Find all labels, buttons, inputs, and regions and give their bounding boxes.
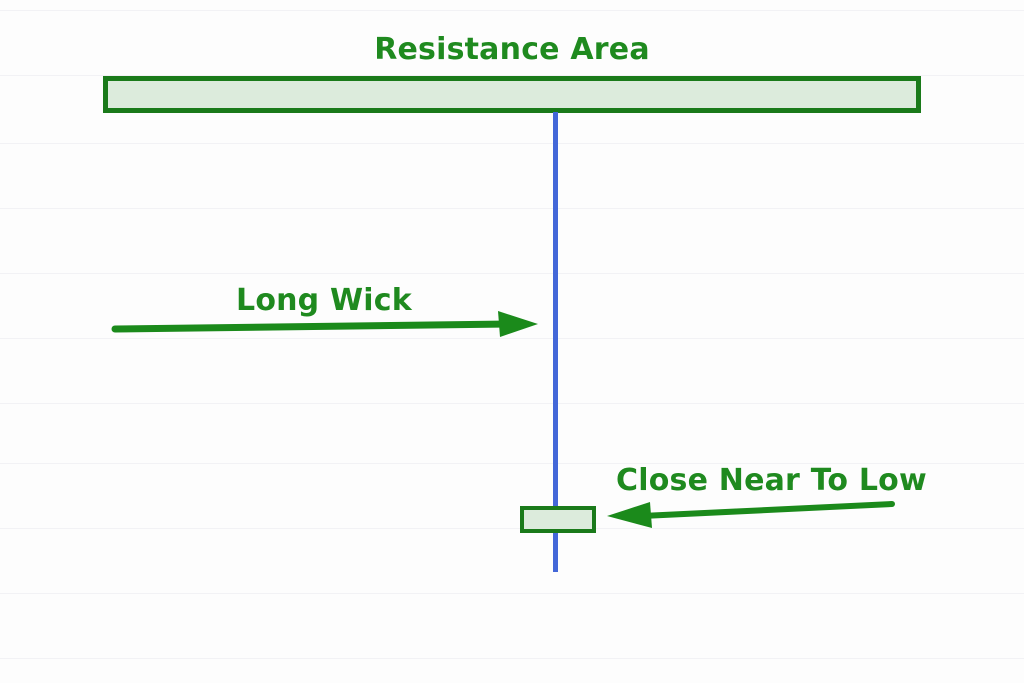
gridline <box>0 463 1024 464</box>
gridline <box>0 75 1024 76</box>
gridline <box>0 338 1024 339</box>
gridline <box>0 403 1024 404</box>
gridline <box>0 273 1024 274</box>
candle-body-rectangle <box>520 506 596 533</box>
close-near-to-low-arrow-icon <box>607 501 895 528</box>
gridline <box>0 143 1024 144</box>
long-wick-label: Long Wick <box>236 283 412 318</box>
resistance-area-title: Resistance Area <box>374 32 650 67</box>
close-near-to-low-label: Close Near To Low <box>616 463 927 498</box>
gridline <box>0 593 1024 594</box>
gridline <box>0 208 1024 209</box>
resistance-zone-rectangle <box>103 76 921 113</box>
gridline <box>0 528 1024 529</box>
gridline <box>0 10 1024 11</box>
gridline <box>0 658 1024 659</box>
long-wick-arrow-icon <box>111 311 538 337</box>
candle-wick-line <box>553 112 558 572</box>
